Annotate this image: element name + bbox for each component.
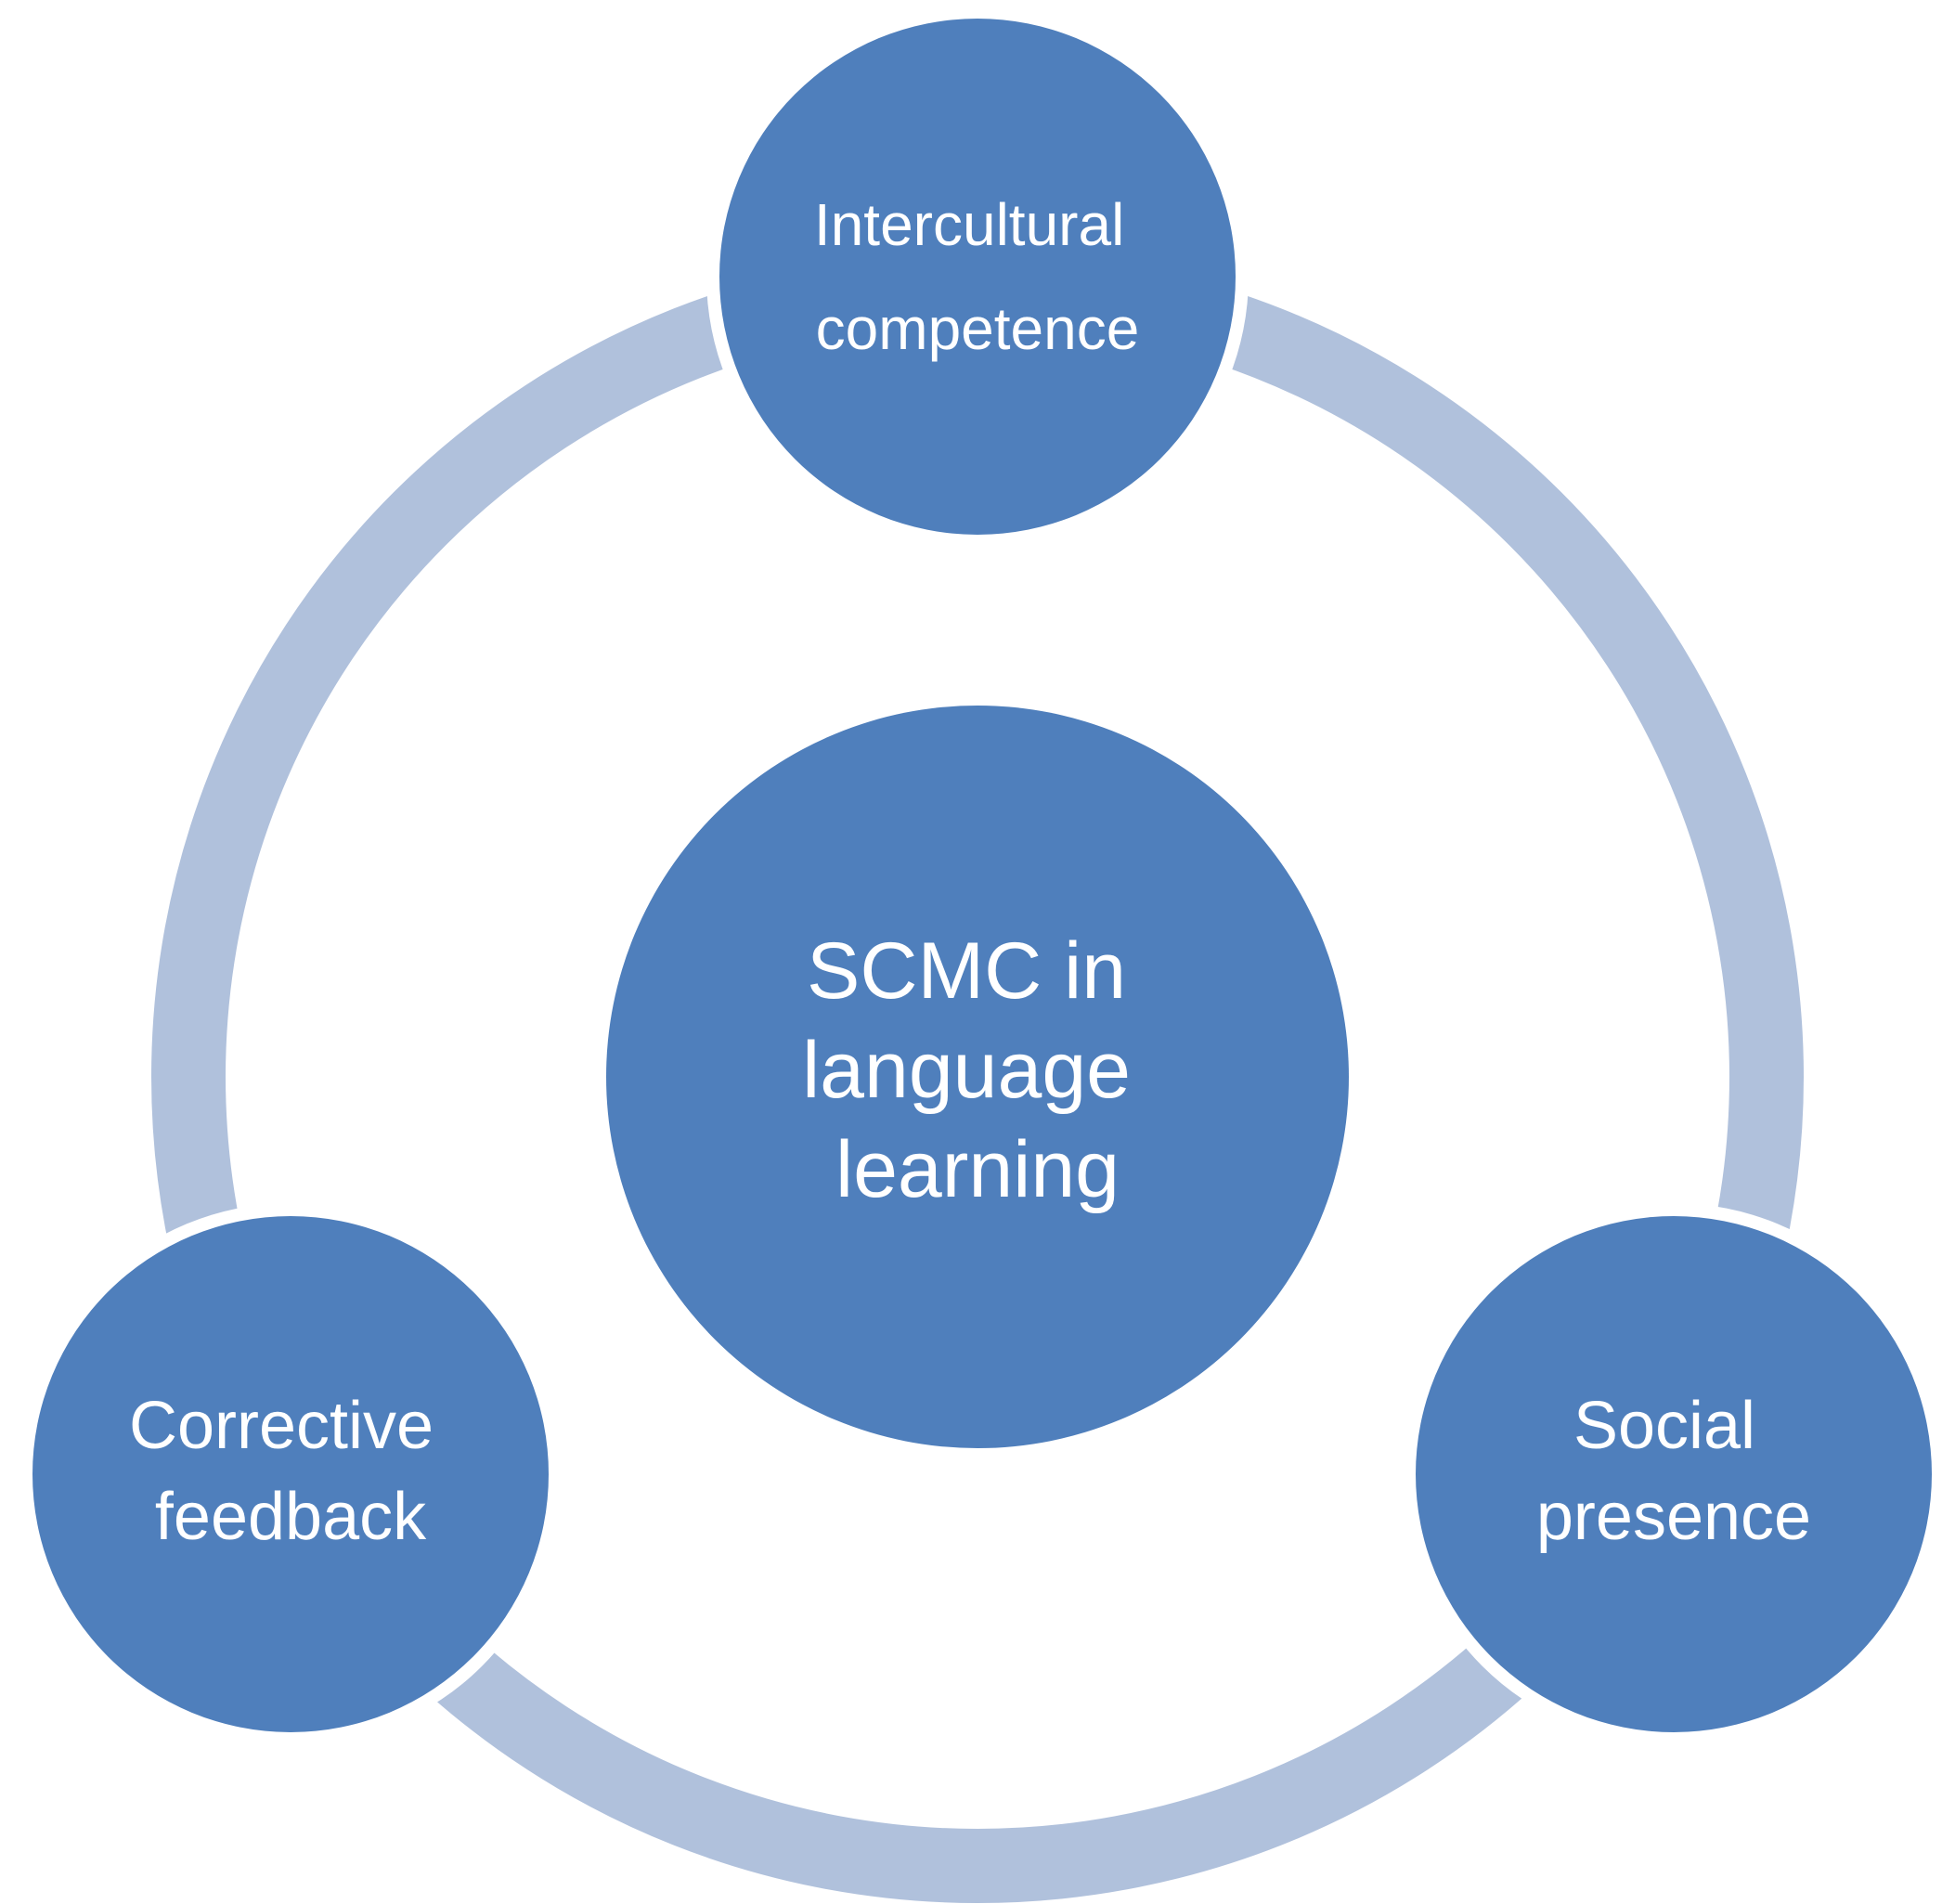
node-social-presence: Social presence <box>1403 1203 1945 1745</box>
center-node-line-3: learning <box>835 1125 1120 1214</box>
center-node-circle <box>606 706 1349 1448</box>
node-right-circle <box>1416 1216 1932 1732</box>
node-right-line-2: presence <box>1536 1480 1811 1554</box>
node-corrective-feedback: Corrective feedback <box>19 1203 562 1745</box>
node-left-circle <box>32 1216 549 1732</box>
node-top-line-1: Intercultural <box>814 191 1124 258</box>
center-node: SCMC in language learning <box>606 706 1349 1448</box>
node-right-line-1: Social <box>1573 1389 1755 1463</box>
node-right-label: Social presence <box>1536 1389 1811 1554</box>
center-node-line-1: SCMC in <box>807 926 1126 1016</box>
node-top-label: Intercultural competence <box>814 191 1141 362</box>
node-left-label: Corrective feedback <box>129 1389 452 1554</box>
node-top-circle <box>719 19 1236 535</box>
node-top-line-2: competence <box>816 295 1140 362</box>
node-intercultural-competence: Intercultural competence <box>706 6 1249 548</box>
center-node-line-2: language <box>802 1026 1131 1115</box>
center-node-label: SCMC in language learning <box>802 926 1153 1214</box>
node-left-line-1: Corrective <box>129 1389 434 1463</box>
node-left-line-2: feedback <box>155 1480 427 1554</box>
